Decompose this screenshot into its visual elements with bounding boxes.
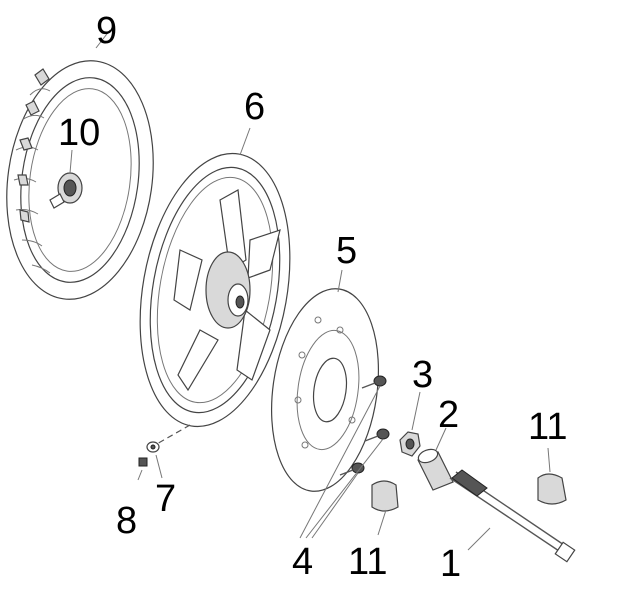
cap-part-11-right (537, 447, 567, 505)
callout-4: 4 (292, 541, 314, 583)
spacer-part-2 (417, 427, 454, 491)
bolts-part-4 (299, 375, 390, 539)
callout-5: 5 (336, 230, 358, 272)
rim-part-6 (139, 127, 291, 428)
callout-9: 9 (96, 10, 118, 52)
nut-part-3 (399, 391, 421, 457)
callout-10: 10 (58, 112, 101, 154)
callout-11-right: 11 (528, 406, 568, 448)
axle-part-1 (449, 469, 576, 563)
bearing-part-10 (49, 149, 83, 209)
cap-part-11-left (371, 480, 399, 536)
callout-2: 2 (438, 394, 460, 436)
callout-11-left: 11 (348, 541, 388, 583)
callout-7: 7 (155, 478, 177, 520)
callout-6: 6 (244, 86, 266, 128)
callout-8: 8 (116, 500, 138, 542)
callout-3: 3 (412, 354, 434, 396)
callout-1: 1 (440, 543, 462, 585)
tire-part-9 (6, 29, 154, 300)
small-parts-7-8 (137, 424, 191, 481)
